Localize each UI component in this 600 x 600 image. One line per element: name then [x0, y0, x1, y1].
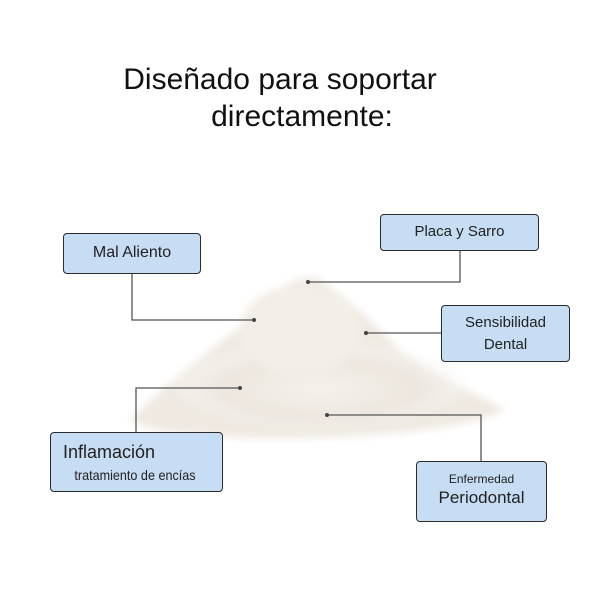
label-sensibilidad-dental: Sensibilidad Dental [441, 305, 570, 362]
label-text: Mal Aliento [92, 244, 172, 261]
title-line-1: Diseñado para soportar [123, 63, 437, 96]
label-text: Placa y Sarro [414, 223, 505, 240]
label-placa-sarro: Placa y Sarro [380, 214, 539, 251]
title-line-2: directamente: [211, 100, 393, 133]
label-text-1: Inflamación [63, 442, 156, 462]
label-inflamacion: Inflamación tratamiento de encías [50, 432, 223, 492]
connector-lines [131, 250, 482, 461]
label-text-2: tratamiento de encías [74, 467, 196, 483]
connector-dots [238, 280, 368, 417]
label-text-2: Periodontal [438, 488, 525, 507]
label-text-1: Sensibilidad [465, 314, 546, 331]
label-enfermedad-periodontal: Enfermedad Periodontal [416, 461, 547, 522]
label-text-1: Enfermedad [448, 472, 515, 486]
label-mal-aliento: Mal Aliento [63, 233, 201, 274]
label-text-2: Dental [483, 336, 528, 353]
powder-pile [130, 277, 505, 439]
